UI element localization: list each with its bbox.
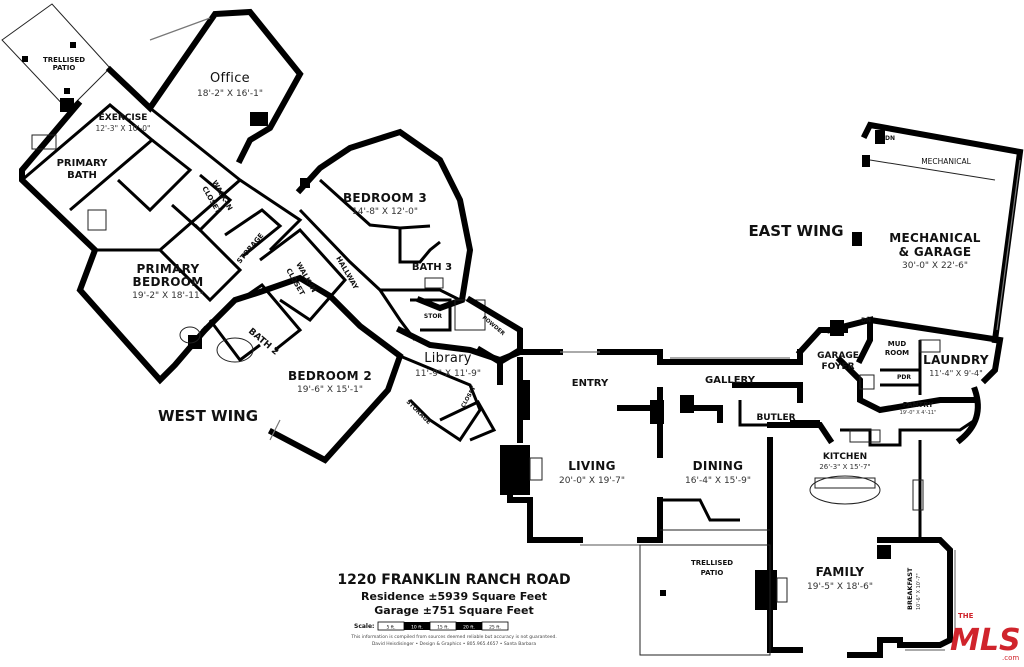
family-label: FAMILY	[816, 565, 865, 579]
garage-foyer-label-1: GARAGE	[817, 351, 859, 361]
bedroom2-label: BEDROOM 2	[288, 369, 372, 383]
scale-mark-2: 10 ft.	[411, 625, 423, 631]
dining-label: DINING	[693, 459, 744, 473]
bedroom3-dim: 14'-8" X 12'-0"	[352, 207, 418, 217]
west-wing-plan	[1, 3, 523, 464]
pantry-label: PANTRY	[903, 401, 935, 409]
primary-bedroom-label-2: BEDROOM	[133, 275, 204, 289]
scale-mark-4: 20 ft.	[463, 625, 475, 631]
credits-text: David Heisdisinger • Design & Graphics •…	[372, 641, 537, 647]
bath3-label: BATH 3	[412, 262, 452, 273]
mechanical-garage-dim: 30'-0" X 22'-6"	[902, 261, 968, 271]
scale-label: Scale:	[354, 623, 374, 630]
west-wing-label: WEST WING	[158, 407, 258, 425]
mechanical-garage-label-2: & GARAGE	[899, 245, 972, 259]
primary-bedroom-dim: 19'-2" X 18'-11"	[132, 291, 204, 301]
mechanical-top-label: MECHANICAL	[921, 157, 971, 166]
library-label: Library	[424, 351, 472, 366]
logo-mls: MLS	[950, 623, 1021, 658]
scale-bar: 5 ft. 10 ft. 15 ft. 20 ft. 25 ft.	[377, 621, 509, 631]
bedroom2-dim: 19'-6" X 15'-1"	[297, 385, 363, 395]
storage-b-label: STORAGE	[405, 398, 432, 425]
stor-label: STOR	[424, 313, 443, 320]
butler-label: BUTLER	[756, 413, 795, 423]
dn-label-1: DN	[885, 135, 895, 142]
disclaimer-text: This information is compiled from source…	[350, 634, 557, 640]
exercise-dim: 12'-3" X 10'-0"	[96, 124, 151, 133]
office-label: Office	[210, 71, 250, 86]
mud-room-label-1: MUD	[888, 340, 907, 348]
central-plan	[496, 121, 1024, 658]
laundry-label: LAUNDRY	[923, 353, 989, 367]
primary-bath-label-1: PRIMARY	[57, 158, 109, 169]
title-block: 1220 FRANKLIN RANCH ROAD Residence ±5939…	[337, 572, 570, 647]
logo-the: THE	[958, 612, 974, 620]
kitchen-dim: 26'-3" X 15'-7"	[819, 463, 870, 471]
family-dim: 19'-5" X 18'-6"	[807, 582, 873, 592]
primary-bath-label-2: BATH	[67, 170, 97, 181]
office-dim: 18'-2" X 16'-1"	[197, 89, 263, 99]
living-label: LIVING	[568, 459, 616, 473]
living-dim: 20'-0" X 19'-7"	[559, 476, 625, 486]
pantry-dim: 19'-0" X 4'-11"	[900, 410, 937, 416]
laundry-dim: 11'-4" X 9'-4"	[929, 369, 983, 378]
east-wing-label: EAST WING	[748, 222, 843, 240]
the-mls-logo: THE MLS .com	[950, 612, 1021, 662]
library-dim: 11'-9" X 11'-9"	[415, 369, 481, 379]
breakfast-dim: 10'-6" X 10'-7"	[916, 573, 922, 610]
dining-dim: 16'-4" X 15'-9"	[685, 476, 751, 486]
scale-mark-3: 15 ft.	[437, 625, 449, 631]
exercise-label: EXERCISE	[99, 113, 148, 123]
entry-label: ENTRY	[572, 378, 609, 389]
scale-mark-1: 5 ft.	[387, 625, 396, 631]
pdr-label: PDR	[897, 374, 911, 381]
mud-room-label-2: ROOM	[885, 349, 909, 357]
trellised-patio-s-label-1: TRELLISED	[691, 559, 733, 567]
dn-label-2: DN	[861, 317, 871, 324]
bedroom3-label: BEDROOM 3	[343, 191, 427, 205]
garage-foyer-label-2: FOYER	[821, 362, 854, 372]
scale-mark-5: 25 ft.	[489, 625, 501, 631]
address-title: 1220 FRANKLIN RANCH ROAD	[337, 572, 570, 588]
breakfast-label: BREAKFAST	[906, 567, 914, 610]
mechanical-garage-label-1: MECHANICAL	[889, 231, 981, 245]
kitchen-label: KITCHEN	[823, 452, 867, 462]
trellised-patio-s-label-2: PATIO	[701, 569, 724, 577]
gallery-label: GALLERY	[705, 375, 756, 386]
garage-sqft: Garage ±751 Square Feet	[374, 604, 533, 617]
residence-sqft: Residence ±5939 Square Feet	[361, 590, 547, 603]
primary-bedroom-label-1: PRIMARY	[136, 262, 199, 276]
logo-dotcom: .com	[1002, 654, 1019, 662]
